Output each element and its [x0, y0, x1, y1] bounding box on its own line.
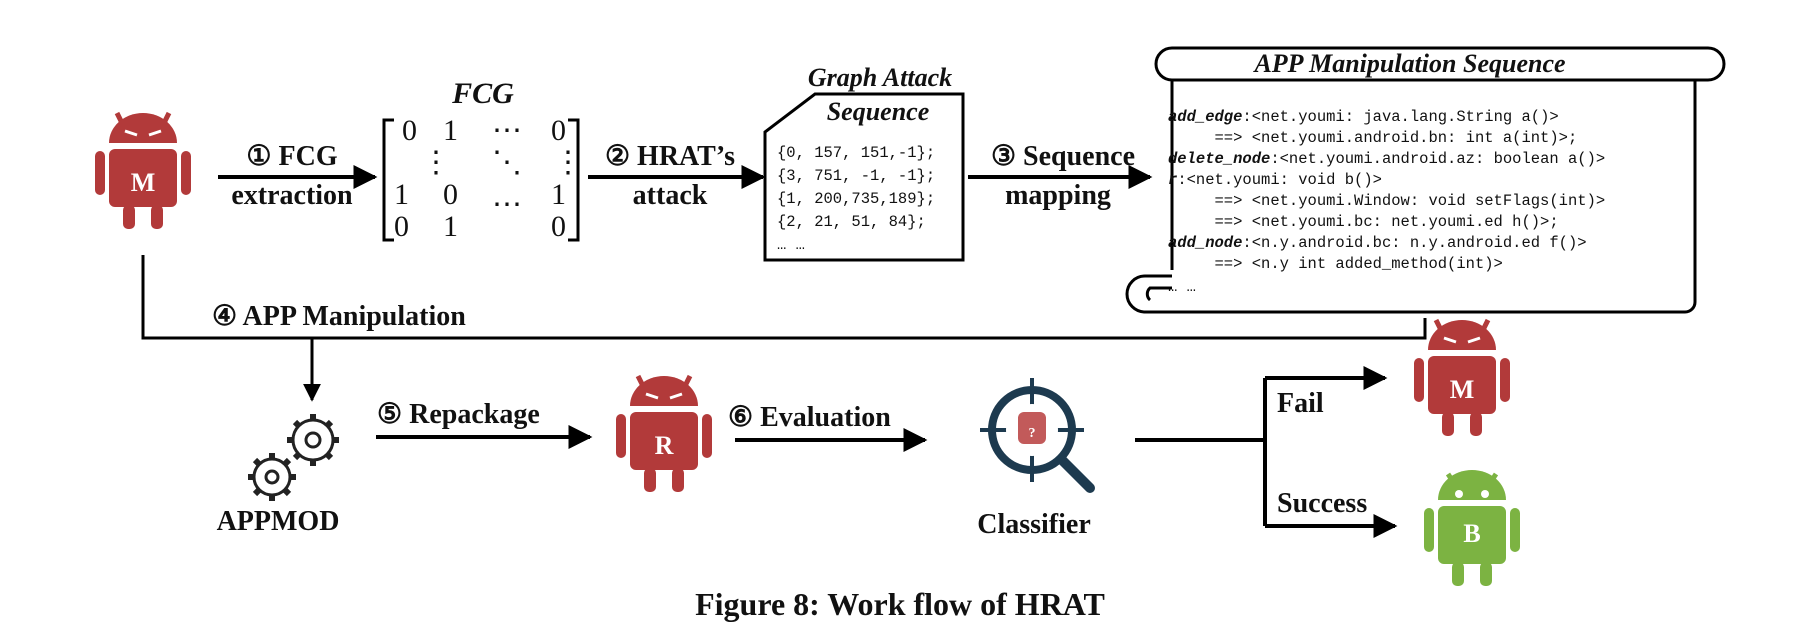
matrix-cell: 0 — [402, 114, 417, 147]
manipulation-code: add_edge:<net.youmi: java.lang.String a(… — [1168, 108, 1605, 296]
code-line: ==> <net.youmi.android.bn: int a(int)>; — [1168, 129, 1577, 147]
code-line: add_node:<n.y.android.bc: n.y.android.ed… — [1168, 234, 1587, 252]
step2-label: ② HRAT’s — [605, 141, 735, 172]
matrix-right-bracket — [568, 118, 580, 242]
attack-line: {2, 21, 51, 84}; — [777, 213, 926, 231]
matrix-cell: ⋯ — [492, 188, 522, 221]
classifier-label: Classifier — [977, 509, 1091, 540]
graph-attack-title: Graph Attack — [808, 63, 952, 92]
matrix-cell: 0 — [551, 210, 566, 243]
matrix-left-bracket — [382, 118, 394, 242]
manipulation-title: APP Manipulation Sequence — [1252, 49, 1565, 78]
code-line: r:<net.youmi: void b()> — [1168, 171, 1382, 189]
android-malware-out-icon — [1414, 318, 1510, 436]
repacked-badge: R — [655, 431, 674, 460]
magnifier-target-icon — [980, 378, 1095, 493]
android-malware-icon — [95, 111, 191, 229]
matrix-cell: ⋮ — [553, 146, 583, 179]
step1-label-2: extraction — [231, 180, 353, 211]
android-benign-icon — [1424, 470, 1520, 586]
fcg-title: FCG — [451, 77, 514, 110]
android-repacked-icon — [616, 374, 712, 492]
appmod-label: APPMOD — [217, 506, 340, 537]
graph-attack-card — [763, 92, 965, 262]
attack-line: … … — [777, 236, 805, 254]
classifier-glyph: ? — [1029, 426, 1036, 441]
matrix-cell: 0 — [551, 114, 566, 147]
step1-label: ① FCG — [246, 141, 337, 172]
matrix-cell: 1 — [443, 210, 458, 243]
code-line: ==> <net.youmi.bc: net.youmi.ed h()>; — [1168, 213, 1559, 231]
attack-line: {3, 751, -1, -1}; — [777, 167, 935, 185]
attack-line: {0, 157, 151,-1}; — [777, 144, 935, 162]
fcg-matrix: 0 1 ⋯ 0 ⋮ ⋱ ⋮ 1 0 ⋯ 1 0 1 0 — [394, 114, 583, 243]
matrix-cell: 0 — [394, 210, 409, 243]
matrix-cell: 1 — [394, 178, 409, 211]
code-line: add_edge:<net.youmi: java.lang.String a(… — [1168, 108, 1559, 126]
matrix-cell: ⋱ — [492, 146, 522, 179]
attack-line: {1, 200,735,189}; — [777, 190, 935, 208]
app-manipulation-connector — [141, 255, 1427, 340]
matrix-cell: 1 — [551, 178, 566, 211]
code-line: ==> <n.y int added_method(int)> — [1168, 255, 1503, 273]
step6-label: ⑥ Evaluation — [728, 402, 891, 433]
code-line: … … — [1168, 278, 1196, 296]
benign-badge: B — [1463, 519, 1480, 548]
success-label: Success — [1277, 488, 1367, 519]
step3-label: ③ Sequence — [991, 141, 1135, 172]
fail-label: Fail — [1277, 388, 1324, 419]
malware-out-badge: M — [1450, 375, 1475, 404]
gears-icon — [248, 414, 339, 501]
step2-label-2: attack — [633, 180, 708, 211]
matrix-cell: 1 — [443, 114, 458, 147]
code-line: ==> <net.youmi.Window: void setFlags(int… — [1168, 192, 1605, 210]
manipulation-scroll — [1125, 46, 1726, 314]
graph-attack-title-2: Sequence — [827, 97, 930, 126]
malware-badge: M — [131, 168, 156, 197]
step3-label-2: mapping — [1005, 180, 1111, 211]
matrix-cell: 0 — [443, 178, 458, 211]
matrix-cell: ⋮ — [421, 146, 451, 179]
figure-caption: Figure 8: Work flow of HRAT — [695, 586, 1105, 622]
step5-label: ⑤ Repackage — [377, 399, 540, 430]
code-line: delete_node:<net.youmi.android.az: boole… — [1168, 150, 1605, 168]
step4-label: ④ APP Manipulation — [212, 301, 466, 332]
matrix-cell: ⋯ — [492, 114, 522, 147]
